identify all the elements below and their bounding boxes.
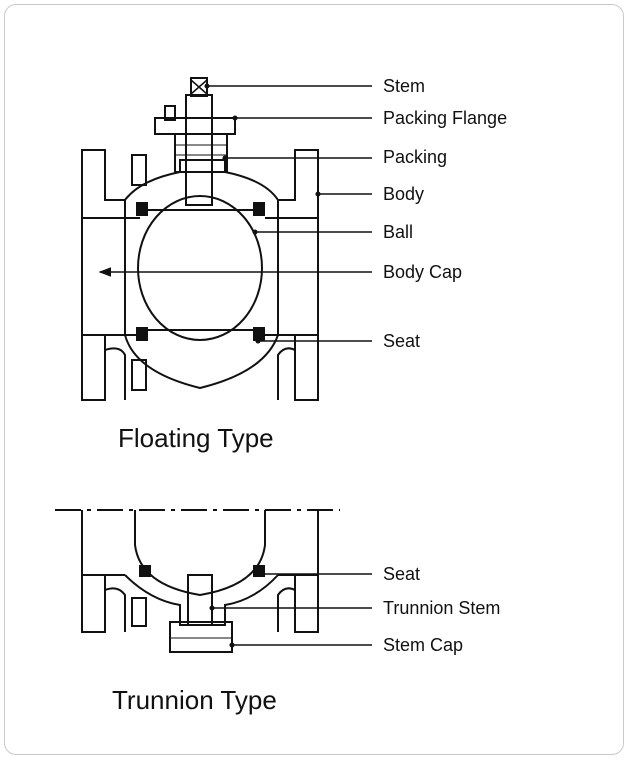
left-flange — [81, 149, 126, 401]
stem-shape — [185, 94, 213, 206]
label-body: Body — [383, 184, 425, 204]
label-body-cap: Body Cap — [383, 262, 463, 282]
caption-trunnion-type: Trunnion Type — [112, 685, 277, 715]
label-trunnion-seat: Seat — [383, 564, 421, 584]
body-outline — [124, 159, 279, 201]
trunnion-leader-lines — [209, 571, 372, 648]
trunnion-stem-shape — [187, 574, 213, 626]
ball-shape — [137, 195, 263, 341]
label-trunnion-stem: Trunnion Stem — [383, 598, 501, 618]
label-packing-flange: Packing Flange — [383, 108, 508, 128]
seat-shape — [136, 202, 148, 216]
label-stem: Stem — [383, 76, 426, 96]
trunnion-valve-drawing — [55, 509, 340, 653]
floating-leader-lines — [98, 83, 372, 344]
packing-shape — [174, 133, 228, 173]
stem-cap-shape — [169, 621, 233, 653]
label-packing: Packing — [383, 147, 448, 167]
floating-valve-drawing — [81, 77, 319, 401]
label-seat: Seat — [383, 331, 421, 351]
label-stem-cap: Stem Cap — [383, 635, 464, 655]
label-ball: Ball — [383, 222, 414, 242]
figure-frame — [4, 4, 624, 755]
right-flange — [277, 149, 319, 401]
caption-floating-type: Floating Type — [118, 423, 274, 453]
